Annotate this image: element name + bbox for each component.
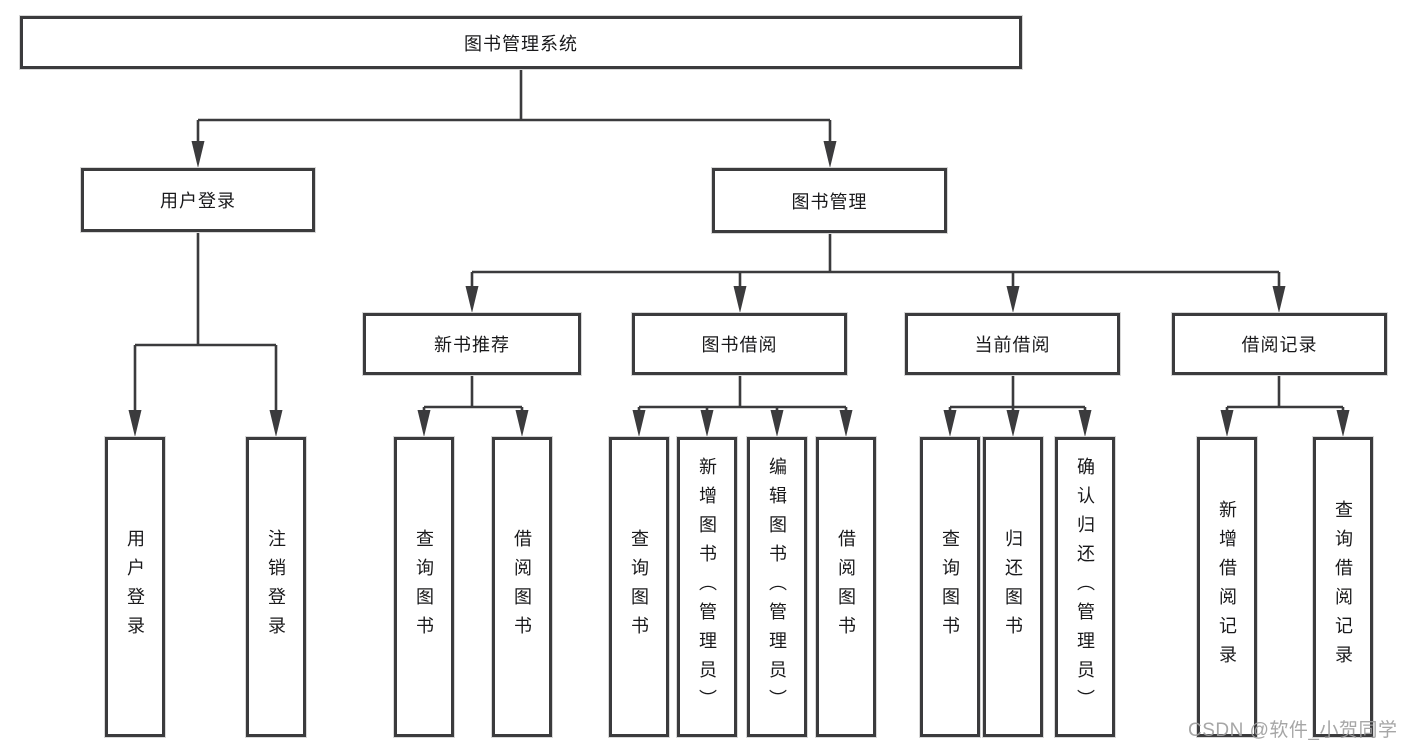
leaf-add-borrow-record: 新增借阅记录 (1197, 437, 1257, 737)
leaf-edit-book-admin: 编辑图书（管理员） (747, 437, 807, 737)
arrowheads (128, 141, 1350, 437)
node-new-book-recommend-label: 新书推荐 (434, 335, 510, 355)
leaf-edit-book-admin-label: 编辑图书（管理员） (767, 456, 787, 718)
node-book-management: 图书管理 (712, 168, 947, 233)
leaf-add-book-admin: 新增图书（管理员） (677, 437, 737, 737)
leaf-query-books-recommend: 查询图书 (394, 437, 454, 737)
leaf-query-borrow-record: 查询借阅记录 (1313, 437, 1373, 737)
leaf-query-borrow-record-label: 查询借阅记录 (1333, 500, 1353, 674)
leaf-add-borrow-record-label: 新增借阅记录 (1217, 500, 1237, 674)
leaf-query-books-borrowing: 查询图书 (609, 437, 669, 737)
leaf-return-book-label: 归还图书 (1003, 529, 1023, 645)
node-current-borrowing: 当前借阅 (905, 313, 1120, 375)
leaf-borrow-books-recommend-label: 借阅图书 (512, 529, 532, 645)
node-book-borrowing-label: 图书借阅 (701, 335, 778, 355)
leaf-borrow-books-recommend: 借阅图书 (492, 437, 552, 737)
node-borrow-records: 借阅记录 (1172, 313, 1387, 375)
node-book-management-label: 图书管理 (791, 191, 868, 212)
leaf-add-book-admin-label: 新增图书（管理员） (697, 456, 717, 718)
node-user-login-label: 用户登录 (160, 191, 236, 211)
leaf-borrow-books-label: 借阅图书 (836, 529, 856, 645)
leaf-query-books-recommend-label: 查询图书 (414, 529, 434, 645)
leaf-user-login-label: 用户登录 (125, 529, 145, 645)
node-user-login: 用户登录 (81, 168, 315, 232)
leaf-confirm-return-admin-label: 确认归还（管理员） (1075, 456, 1095, 718)
leaf-user-login: 用户登录 (105, 437, 165, 737)
leaf-logout-label: 注销登录 (266, 529, 286, 645)
leaf-query-books-current-label: 查询图书 (940, 529, 960, 645)
node-library-system: 图书管理系统 (20, 16, 1022, 69)
leaf-query-books-borrowing-label: 查询图书 (629, 529, 649, 645)
node-book-borrowing: 图书借阅 (632, 313, 847, 375)
leaf-logout: 注销登录 (246, 437, 306, 737)
leaf-confirm-return-admin: 确认归还（管理员） (1055, 437, 1115, 737)
node-current-borrowing-label: 当前借阅 (974, 335, 1051, 355)
csdn-watermark: CSDN @软件_小贺同学 (1188, 720, 1398, 741)
leaf-query-books-current: 查询图书 (920, 437, 980, 737)
leaf-borrow-books: 借阅图书 (816, 437, 876, 737)
node-borrow-records-label: 借阅记录 (1241, 335, 1318, 355)
node-new-book-recommend: 新书推荐 (363, 313, 581, 375)
node-library-system-label: 图书管理系统 (464, 33, 578, 54)
leaf-return-book: 归还图书 (983, 437, 1043, 737)
